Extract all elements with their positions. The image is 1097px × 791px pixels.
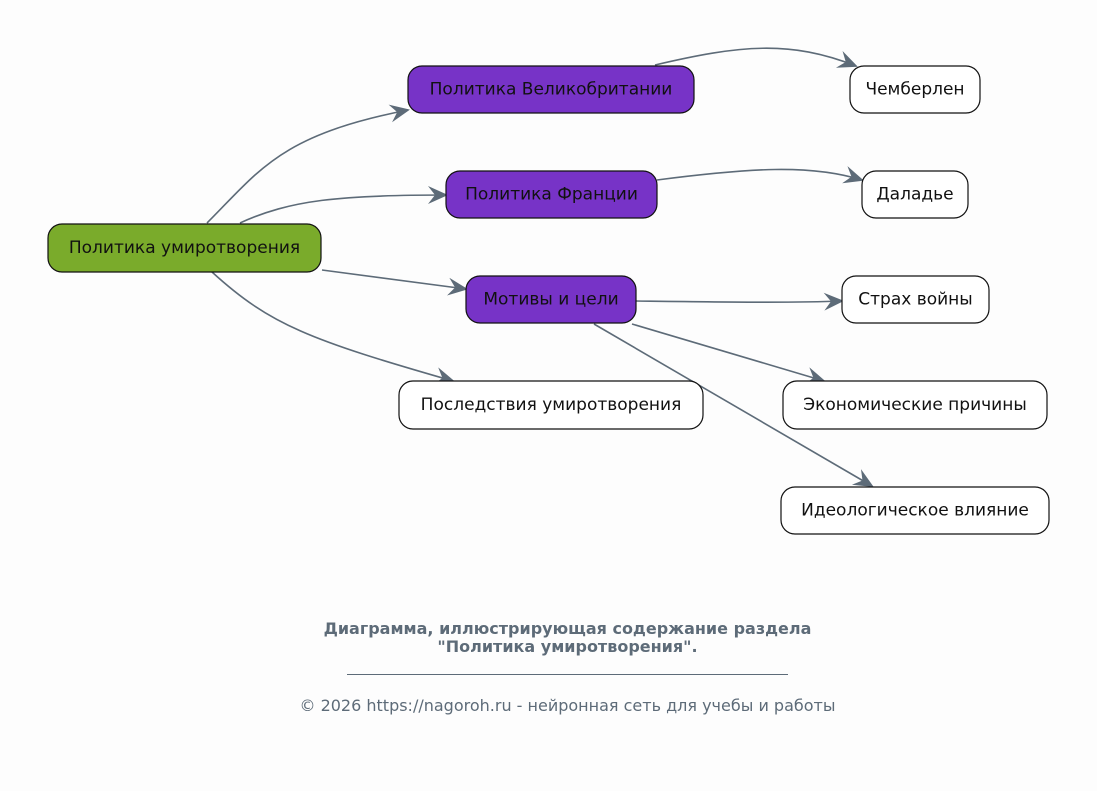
edge-root-to-uk — [206, 104, 410, 224]
node-chamberlain: Чемберлен — [849, 65, 981, 114]
node-chamberlain-label: Чемберлен — [865, 80, 964, 100]
edge-motives-to-ideology — [593, 323, 874, 488]
node-consequences: Последствия умиротворения — [398, 380, 704, 430]
node-france-policy-label: Политика Франции — [465, 185, 638, 205]
node-chamberlain-box — [849, 65, 981, 114]
node-economic-reasons-label: Экономические причины — [803, 395, 1027, 415]
caption-title-line-2: "Политика умиротворения". — [437, 637, 698, 656]
footer-copyright: © 2026 https://nagoroh.ru - нейронная се… — [299, 696, 836, 715]
mind-map-diagram: Политика умиротворения Политика Великобр… — [47, 47, 1050, 535]
node-fear-of-war-box — [841, 275, 990, 324]
node-fear-of-war: Страх войны — [841, 275, 990, 324]
edge-root-to-consequences — [211, 271, 455, 385]
node-france-policy-box — [445, 170, 658, 219]
diagram-caption: Диаграмма, иллюстрирующая содержание раз… — [0, 620, 1097, 656]
edge-fr-to-daladier — [656, 166, 864, 184]
caption-divider — [347, 674, 788, 675]
node-root-label: Политика умиротворения — [69, 238, 300, 258]
edge-motives-to-fear — [635, 292, 844, 311]
node-motives: Мотивы и цели — [465, 275, 637, 324]
node-consequences-box — [398, 380, 704, 430]
node-france-policy: Политика Франции — [445, 170, 658, 219]
node-motives-label: Мотивы и цели — [483, 290, 618, 310]
edge-uk-to-chamberlain — [654, 47, 858, 68]
caption-title-line-1: Диаграмма, иллюстрирующая содержание раз… — [323, 619, 812, 638]
node-ideological-influence-box — [780, 486, 1050, 535]
edge-root-to-fr — [239, 186, 448, 224]
node-motives-box — [465, 275, 637, 324]
node-consequences-label: Последствия умиротворения — [421, 395, 682, 415]
node-daladier-box — [861, 170, 969, 219]
node-daladier: Даладье — [861, 170, 969, 219]
node-ideological-influence: Идеологическое влияние — [780, 486, 1050, 535]
node-fear-of-war-label: Страх войны — [858, 290, 972, 310]
edge-root-to-motives — [321, 269, 468, 296]
node-economic-reasons: Экономические причины — [782, 380, 1048, 430]
edge-motives-to-economic — [631, 323, 826, 385]
node-uk-policy-label: Политика Великобритании — [430, 80, 673, 100]
node-root-box — [47, 223, 322, 273]
node-ideological-influence-label: Идеологическое влияние — [801, 501, 1029, 521]
node-daladier-label: Даладье — [876, 185, 953, 205]
node-uk-policy: Политика Великобритании — [407, 65, 695, 114]
node-root: Политика умиротворения — [47, 223, 322, 273]
node-economic-reasons-box — [782, 380, 1048, 430]
node-uk-policy-box — [407, 65, 695, 114]
edges — [206, 47, 874, 488]
